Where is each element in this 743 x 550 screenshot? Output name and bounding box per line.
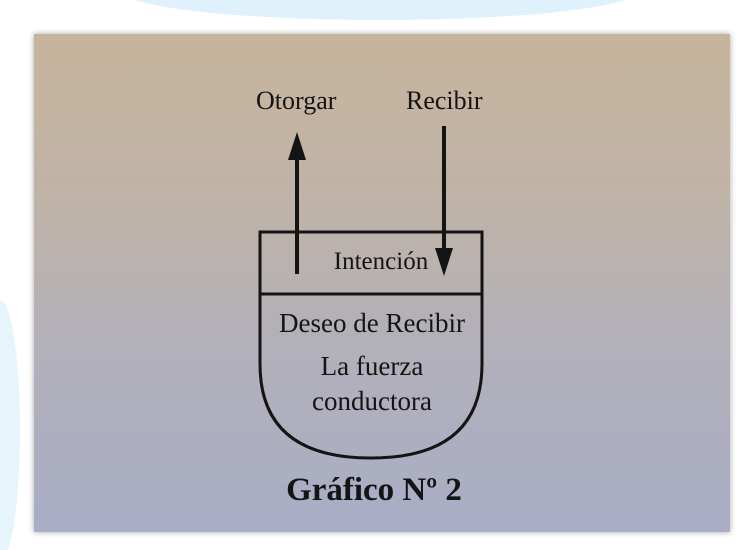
- vessel-diagram: [258, 126, 484, 460]
- driving-force-label-line2: conductora: [312, 386, 432, 416]
- receive-arrow-head: [435, 248, 453, 276]
- driving-force-label-line1: La fuerza: [320, 351, 424, 381]
- give-label: Otorgar: [256, 86, 337, 115]
- watermark-shape: [0, 300, 20, 550]
- watermark-shape: [120, 0, 640, 20]
- intention-box: [258, 230, 484, 296]
- desire-label: Deseo de Recibir: [279, 308, 465, 338]
- intention-label: Intención: [333, 248, 429, 275]
- figure-caption: Gráfico Nº 2: [286, 472, 462, 508]
- desire-bowl: [258, 294, 484, 460]
- receive-label: Recibir: [406, 86, 483, 115]
- give-arrow-head: [288, 132, 306, 160]
- diagram-photo: Otorgar Recibir Intención Deseo de Recib…: [34, 34, 730, 532]
